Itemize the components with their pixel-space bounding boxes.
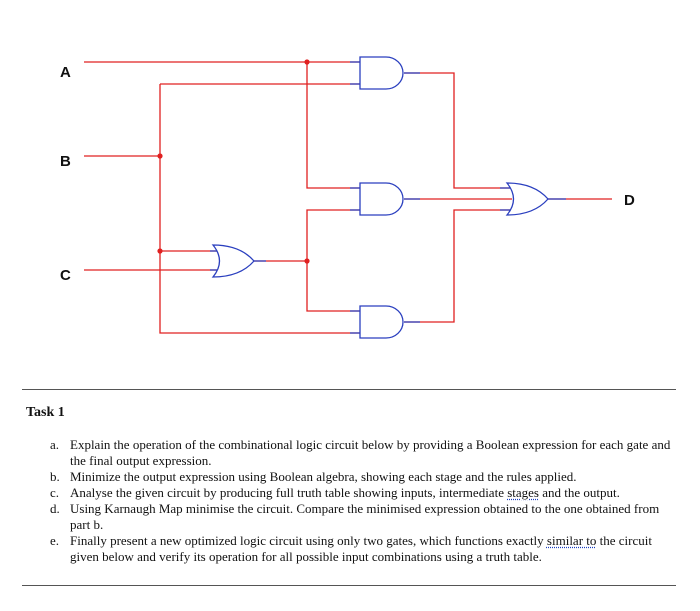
task-item-d: d. Using Karnaugh Map minimise the circu… xyxy=(50,501,660,532)
wire-a-down xyxy=(306,62,360,189)
or-gate-final xyxy=(505,182,549,216)
input-label-a: A xyxy=(60,64,71,81)
task-item-c: c. Analyse the given circuit by producin… xyxy=(50,485,620,500)
spell-marked-phrase: similar to xyxy=(546,533,597,548)
logic-circuit-diagram: A B C D xyxy=(60,56,635,339)
or-gate-1 xyxy=(211,244,255,278)
wire-or1-up xyxy=(306,209,360,261)
and-gate-2 xyxy=(359,182,404,216)
junctions xyxy=(157,59,310,264)
task-item-b: b. Minimize the output expression using … xyxy=(50,469,577,484)
wire-or1-down xyxy=(306,261,360,312)
gates xyxy=(211,56,549,339)
task-item-a: a. Explain the operation of the combinat… xyxy=(50,437,671,468)
input-label-c: C xyxy=(60,267,71,284)
top-divider xyxy=(22,389,676,390)
input-label-b: B xyxy=(60,153,71,170)
spell-marked-word: stages xyxy=(507,485,539,500)
wires xyxy=(84,61,612,334)
wire-and3-out xyxy=(404,209,512,323)
and-gate-1 xyxy=(359,56,404,90)
output-label-d: D xyxy=(624,192,635,209)
task-item-e: e. Finally present a new optimized logic… xyxy=(50,533,652,564)
and-gate-3 xyxy=(359,305,404,339)
task-section: Task 1 a. Explain the operation of the c… xyxy=(26,405,676,565)
wire-b-trunk xyxy=(159,84,360,334)
wire-and1-out xyxy=(404,72,512,189)
task-list: a. Explain the operation of the combinat… xyxy=(26,437,676,565)
task-title: Task 1 xyxy=(26,405,65,420)
bottom-divider xyxy=(22,585,676,586)
